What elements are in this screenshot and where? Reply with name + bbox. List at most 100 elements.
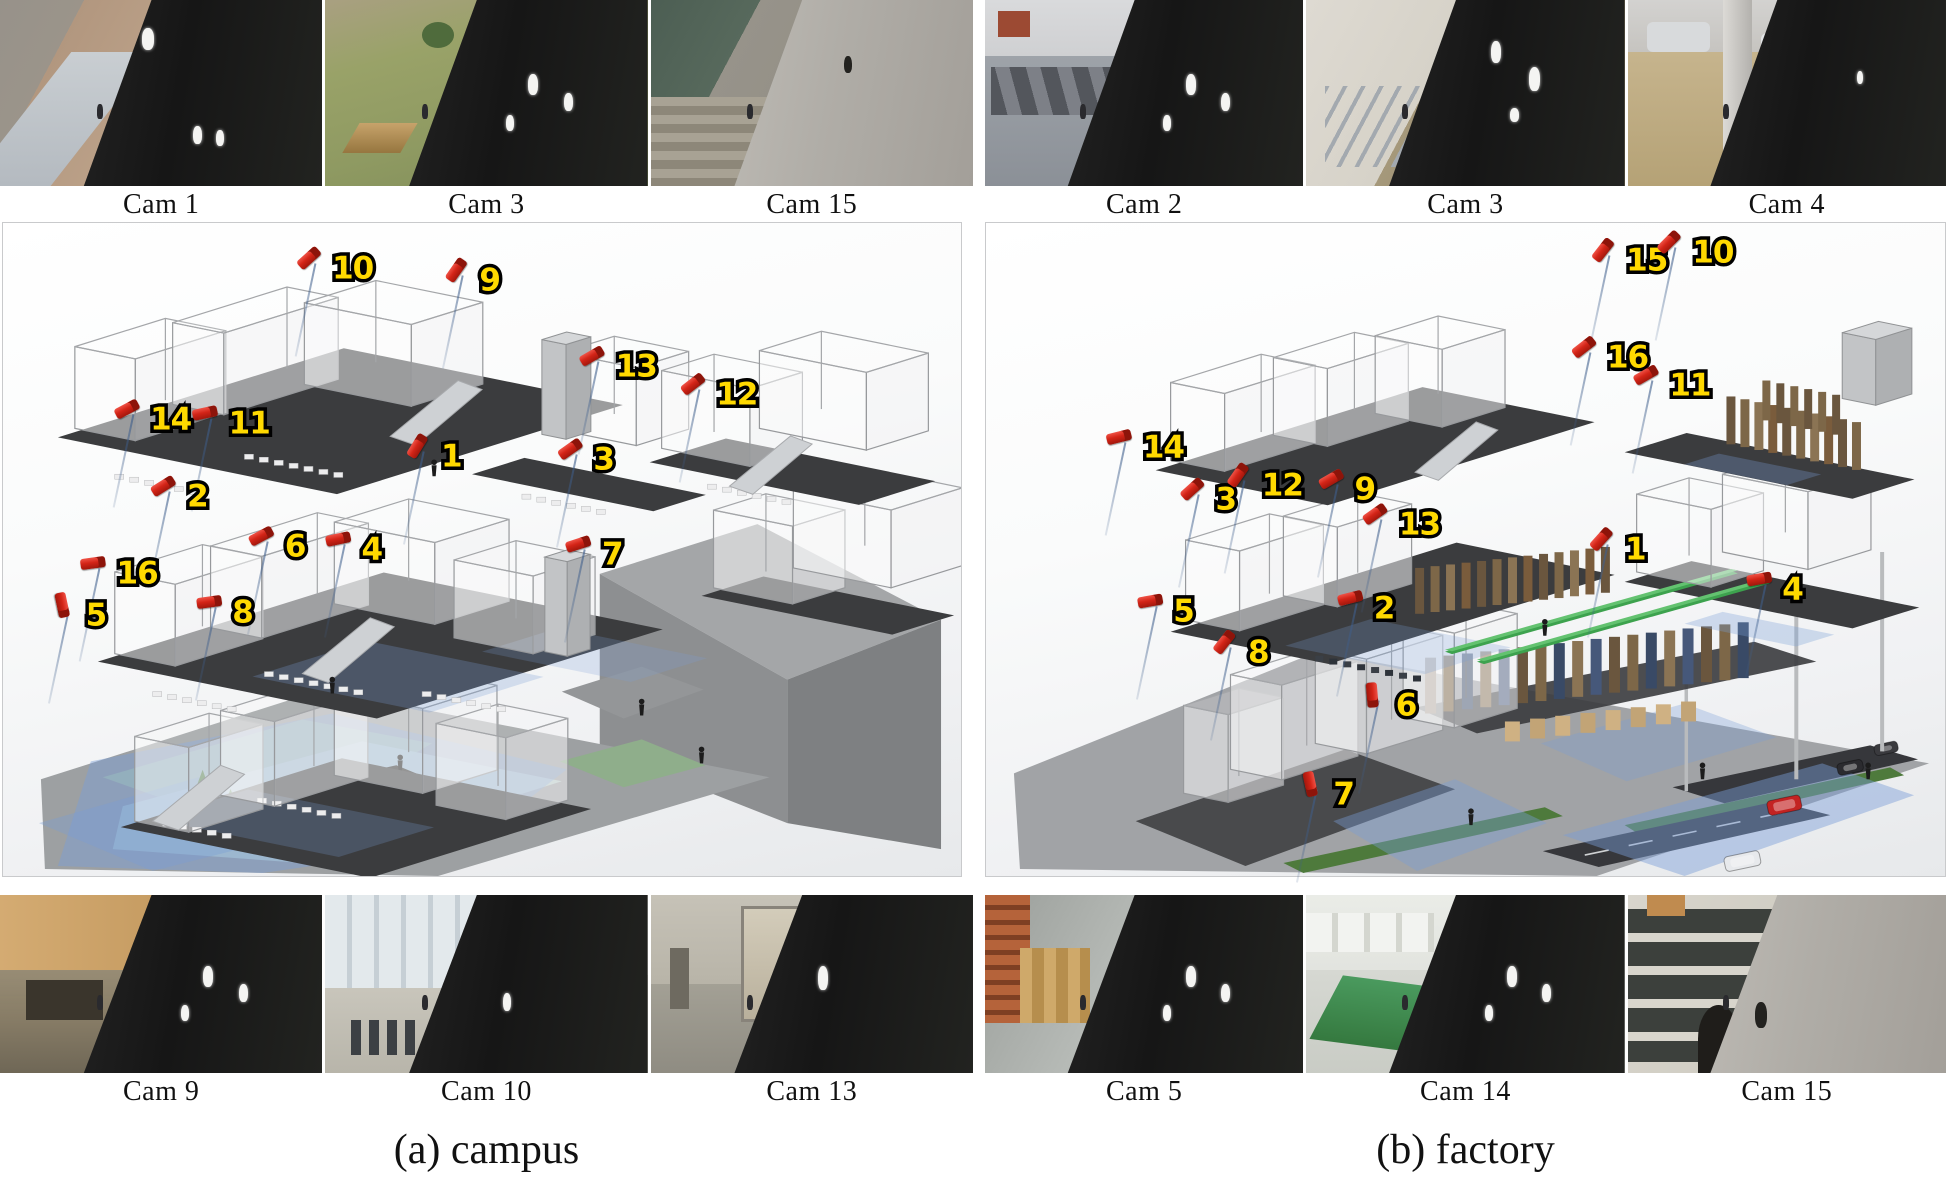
camera-marker-4: 4 [1744, 571, 1804, 678]
camera-number: 16 [117, 558, 159, 590]
camera-thumbnail-cell: Cam 4 [1627, 0, 1946, 221]
camera-marker-8: 8 [194, 595, 254, 702]
camera-thumbnail-cell: Cam 10 [325, 895, 648, 1108]
camera-label: Cam 3 [448, 189, 525, 220]
thermal-person-blob [1754, 1001, 1767, 1028]
person-silhouette [747, 994, 754, 1010]
scene-prop [25, 980, 104, 1020]
camera-leader-line [403, 451, 426, 546]
camera-number: 8 [1248, 637, 1270, 669]
thermal-person-blob [215, 130, 224, 147]
camera-icon [1590, 236, 1615, 264]
thermal-person-blob [818, 966, 829, 991]
scene-prop [997, 11, 1030, 38]
camera-leader-line [1316, 484, 1339, 578]
camera-leader-line [247, 541, 269, 635]
camera-number: 6 [1396, 690, 1418, 722]
camera-thumbnail-cell: Cam 5 [985, 895, 1304, 1108]
camera-number: 5 [86, 600, 108, 632]
camera-marker-3: 3 [1177, 476, 1237, 588]
camera-icon [406, 432, 429, 460]
camera-marker-5: 5 [47, 591, 108, 704]
thermal-person-blob [1506, 966, 1517, 988]
camera-leader-line [1569, 351, 1591, 446]
camera-number: 2 [1374, 593, 1396, 625]
camera-number: 12 [1262, 470, 1304, 502]
camera-marker-13: 13 [1361, 502, 1441, 613]
camera-marker-6: 6 [1358, 681, 1418, 794]
camera-marker-16: 16 [1569, 334, 1649, 446]
camera-leader-line [47, 610, 70, 704]
camera-label: Cam 4 [1748, 189, 1826, 220]
camera-icon [54, 591, 71, 619]
thermal-person-blob [563, 93, 573, 111]
camera-marker-8: 8 [1210, 628, 1270, 741]
person-silhouette [96, 994, 103, 1010]
thermal-overlay [734, 895, 973, 1073]
camera-leader-line [149, 491, 172, 585]
camera-icon [195, 595, 222, 610]
thermal-person-blob [141, 27, 154, 50]
camera-thumbnail-campus-cam9 [0, 895, 323, 1073]
camera-number: 2 [187, 481, 209, 513]
person-silhouette [747, 104, 754, 120]
camera-marker-12: 12 [678, 372, 758, 484]
camera-thumbnail-campus-cam1 [0, 0, 323, 186]
scene-prop [669, 948, 690, 1009]
camera-marker-15: 15 [1588, 236, 1668, 349]
camera-number: 7 [1333, 779, 1355, 811]
camera-number: 12 [716, 379, 758, 411]
camera-icon [1226, 461, 1250, 489]
thermal-person-blob [502, 992, 511, 1011]
camera-icon [1365, 681, 1379, 708]
thermal-person-blob [1484, 1005, 1493, 1022]
camera-icon [444, 256, 468, 284]
camera-thumbnail-cell: Cam 3 [1306, 0, 1625, 221]
camera-number: 13 [616, 351, 658, 383]
camera-number: 1 [1625, 534, 1647, 566]
camera-leader-line [577, 360, 600, 455]
camera-number: 7 [602, 539, 624, 571]
camera-icon [1301, 770, 1318, 798]
camera-icon [1745, 571, 1772, 587]
camera-number: 11 [1669, 370, 1711, 402]
thermal-person-blob [238, 984, 248, 1002]
thermal-person-blob [1856, 70, 1863, 84]
camera-leader-line [1210, 646, 1233, 741]
camera-icon [564, 534, 593, 553]
camera-icon [79, 555, 107, 570]
camera-number: 15 [1626, 245, 1668, 277]
camera-marker-4: 4 [323, 531, 384, 638]
camera-icon [1361, 502, 1389, 527]
thermal-person-blob [505, 115, 514, 132]
person-silhouette [1080, 994, 1087, 1010]
thermal-overlay [409, 0, 648, 186]
camera-thumbnail-cell: Cam 15 [650, 0, 973, 221]
camera-leader-line [1654, 247, 1677, 341]
thermal-person-blob [1529, 66, 1541, 91]
camera-icon [1632, 363, 1660, 386]
camera-label: Cam 15 [1741, 1076, 1833, 1107]
camera-number: 6 [285, 531, 307, 563]
camera-marker-6: 6 [247, 525, 307, 635]
person-silhouette [1723, 994, 1730, 1010]
factory-camera-markers: 15101611143129131528647 [986, 223, 1945, 883]
camera-number: 3 [1215, 484, 1237, 516]
camera-leader-line [1744, 584, 1767, 678]
thermal-person-blob [1490, 40, 1501, 63]
camera-thumbnail-campus-cam10 [325, 895, 648, 1073]
thermal-person-blob [1510, 107, 1520, 122]
camera-icon [679, 372, 706, 397]
camera-label: Cam 9 [122, 1076, 200, 1107]
person-silhouette [1401, 104, 1408, 120]
camera-number: 4 [362, 534, 384, 566]
camera-number: 13 [1399, 509, 1441, 541]
camera-label: Cam 15 [766, 189, 858, 220]
camera-marker-7: 7 [1295, 770, 1355, 883]
camera-leader-line [564, 549, 586, 643]
camera-thumbnail-cell: Cam 14 [1306, 895, 1625, 1108]
